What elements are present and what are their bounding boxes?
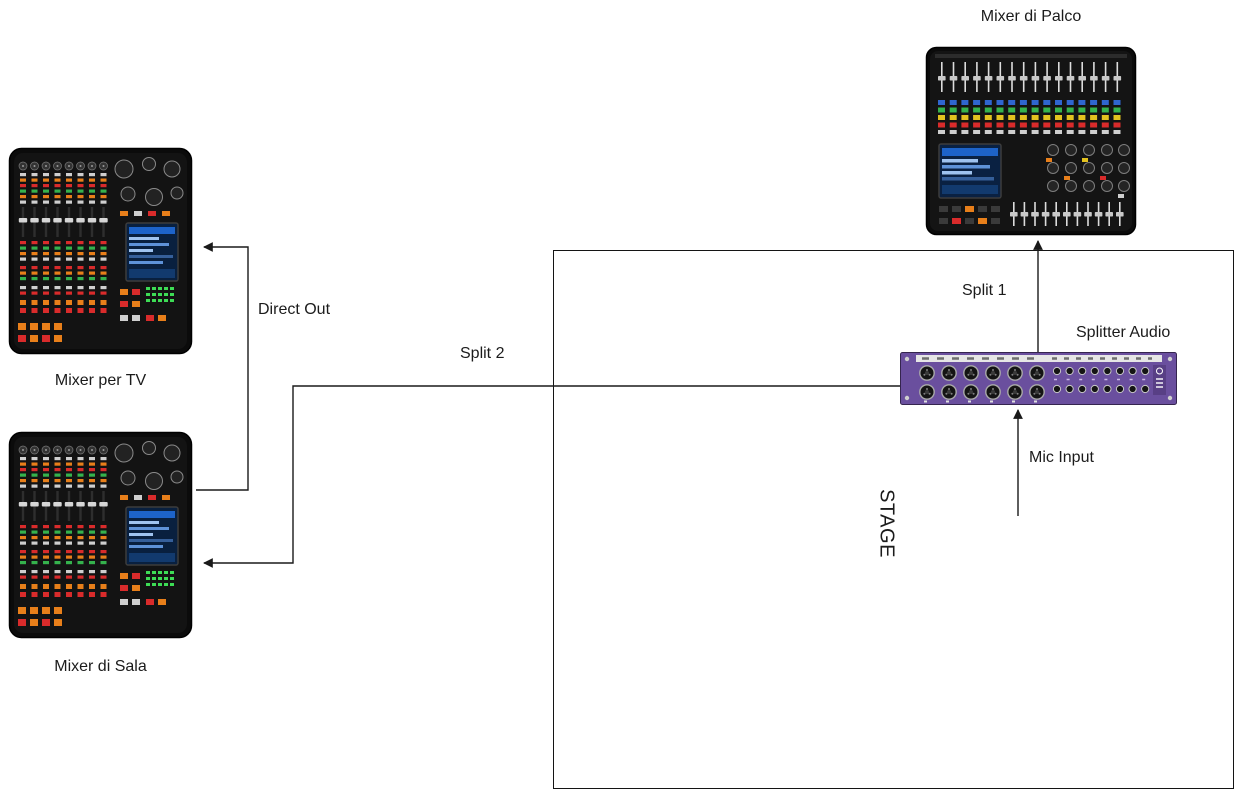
palco-knob-field bbox=[1046, 144, 1130, 198]
tv-aux-buttons bbox=[120, 289, 166, 321]
brand-logo bbox=[1153, 365, 1166, 395]
tv-master-knobs bbox=[114, 157, 184, 216]
palco-bottom-buttons bbox=[939, 206, 1000, 224]
label-split-1: Split 1 bbox=[962, 282, 1007, 299]
sala-aux-buttons bbox=[120, 573, 166, 605]
tv-screen bbox=[125, 222, 179, 282]
stage-area bbox=[553, 250, 1234, 789]
direct-out-connector-line bbox=[196, 242, 249, 491]
palco-screen bbox=[938, 143, 1002, 199]
mixer-di-palco-graphic bbox=[925, 46, 1137, 236]
splitter-label-strip bbox=[916, 355, 1162, 362]
label-splitter-audio: Splitter Audio bbox=[1076, 324, 1171, 341]
tv-meter-leds bbox=[146, 287, 174, 302]
splitter-audio-graphic bbox=[900, 352, 1177, 405]
label-mixer-di-sala: Mixer di Sala bbox=[54, 658, 147, 675]
rack-screws bbox=[904, 356, 1173, 401]
label-mic-input: Mic Input bbox=[1029, 449, 1094, 466]
mixer-per-tv-graphic bbox=[8, 147, 193, 355]
label-mixer-di-palco: Mixer di Palco bbox=[980, 8, 1082, 25]
label-split-2: Split 2 bbox=[460, 345, 505, 362]
sala-screen bbox=[125, 506, 179, 566]
sala-meter-leds bbox=[146, 571, 174, 586]
sala-bottom-buttons bbox=[18, 607, 62, 626]
mixer-di-sala-graphic bbox=[8, 431, 193, 639]
label-mixer-per-tv: Mixer per TV bbox=[54, 372, 147, 389]
sala-master-knobs bbox=[114, 441, 184, 500]
label-direct-out: Direct Out bbox=[258, 301, 331, 318]
tv-bottom-buttons bbox=[18, 323, 62, 342]
